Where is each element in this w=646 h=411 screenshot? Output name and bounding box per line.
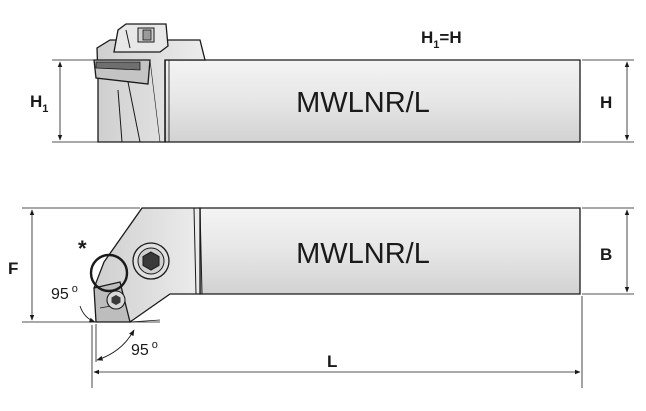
top-insert-band — [95, 61, 141, 71]
angle-lower-value: 95 — [131, 342, 149, 359]
top-dim-left-sub: 1 — [42, 103, 48, 115]
top-dim-right: H — [600, 93, 612, 112]
top-dim-left: H1 — [30, 92, 48, 115]
angle-upper-unit: o — [72, 283, 78, 295]
title-formula: H1=H — [421, 28, 462, 51]
bottom-dim-left: F — [8, 259, 18, 278]
clamp-screw-hex — [142, 251, 160, 271]
top-dim-left-main: H — [30, 92, 42, 111]
detail-asterisk: * — [78, 236, 87, 261]
detail-circle — [89, 253, 129, 293]
top-view: MWLNR/L H1 H H1=H — [30, 23, 634, 143]
title-formula-rest: =H — [439, 28, 461, 47]
bottom-model-label: MWLNR/L — [296, 238, 430, 270]
top-model-label: MWLNR/L — [296, 87, 430, 119]
angle-upper-value: 95 — [51, 286, 69, 303]
bottom-dim-length: L — [327, 352, 337, 371]
bottom-dim-right: B — [600, 245, 612, 264]
title-formula-sub: 1 — [433, 39, 439, 51]
title-formula-main: H — [421, 28, 433, 47]
angle-lower-unit: o — [152, 339, 158, 351]
